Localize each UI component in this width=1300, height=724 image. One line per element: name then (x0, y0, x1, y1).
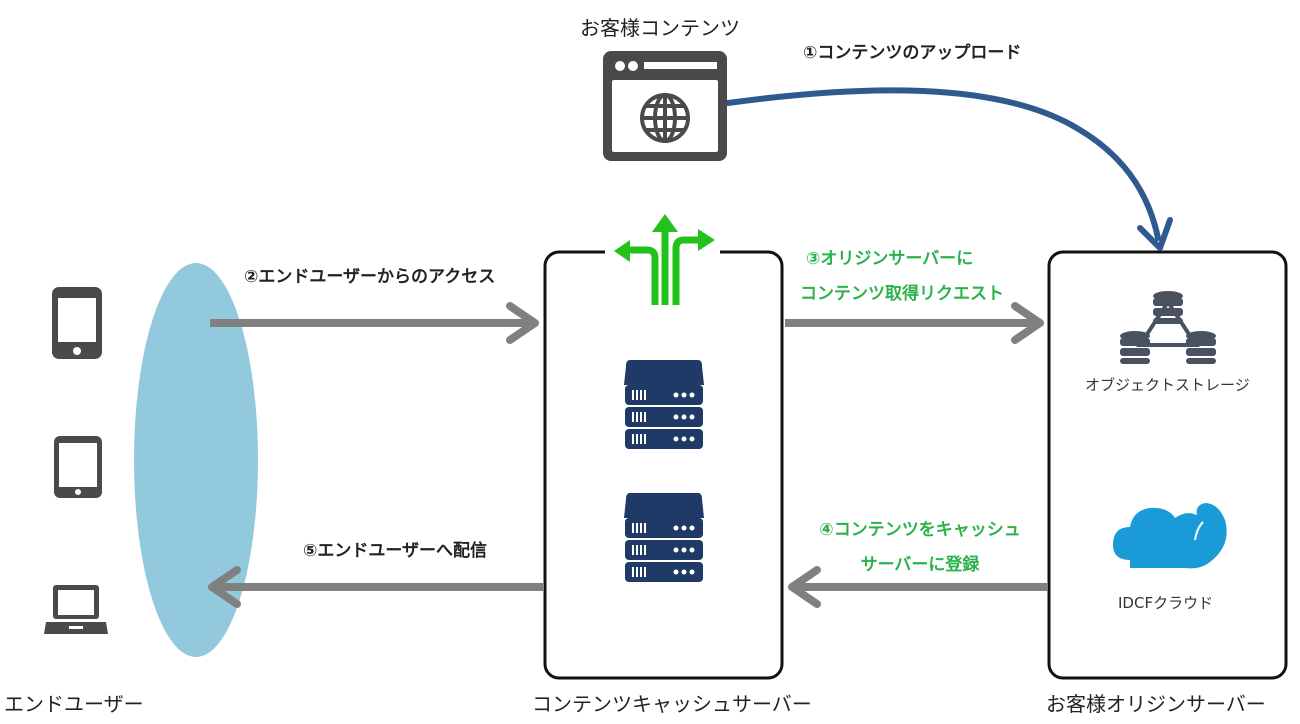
cache-server-label: コンテンツキャッシュサーバー (532, 692, 812, 716)
origin-server-label: お客様オリジンサーバー (1046, 692, 1266, 716)
object-storage-label: オブジェクトストレージ (1085, 376, 1250, 394)
cache-server-box (543, 250, 784, 680)
step4-line2: サーバーに登録 (860, 555, 980, 575)
step3-line2: コンテンツ取得リクエスト (800, 284, 1004, 304)
laptop-icon (44, 585, 108, 634)
cache-register-arrow (788, 566, 1048, 608)
step2-access-label: ②エンドユーザーからのアクセス (244, 267, 496, 287)
object-storage-icon (1120, 291, 1216, 364)
routing-arrows-icon (628, 230, 700, 305)
cache-server-icon-1 (624, 360, 704, 449)
smartphone-icon (52, 287, 102, 359)
step1-upload-label: ①コンテンツのアップロード (803, 43, 1022, 63)
end-user-network-ellipse (134, 263, 258, 657)
cache-server-icon-2 (624, 493, 704, 582)
routing-arrowheads (614, 214, 715, 262)
step5-delivery-label: ⑤エンドユーザーへ配信 (303, 541, 488, 561)
end-user-label: エンドユーザー (4, 692, 144, 716)
origin-server-box (1047, 250, 1288, 680)
step4-register-label: ④コンテンツをキャッシュ サーバーに登録 (795, 515, 1045, 575)
idcf-cloud-label: IDCFクラウド (1118, 594, 1214, 612)
step3-line1: ③オリジンサーバーに (806, 249, 974, 269)
step4-line1: ④コンテンツをキャッシュ (819, 520, 1021, 540)
web-browser-icon (603, 51, 727, 161)
access-arrow (210, 302, 539, 344)
upload-arrow (725, 87, 1173, 251)
idcf-cloud-icon (1112, 503, 1227, 569)
delivery-arrow (208, 566, 543, 608)
origin-request-arrow (785, 302, 1044, 344)
step3-request-label: ③オリジンサーバーに コンテンツ取得リクエスト (800, 244, 1040, 304)
customer-content-label: お客様コンテンツ (580, 16, 740, 40)
tablet-icon (54, 436, 102, 498)
